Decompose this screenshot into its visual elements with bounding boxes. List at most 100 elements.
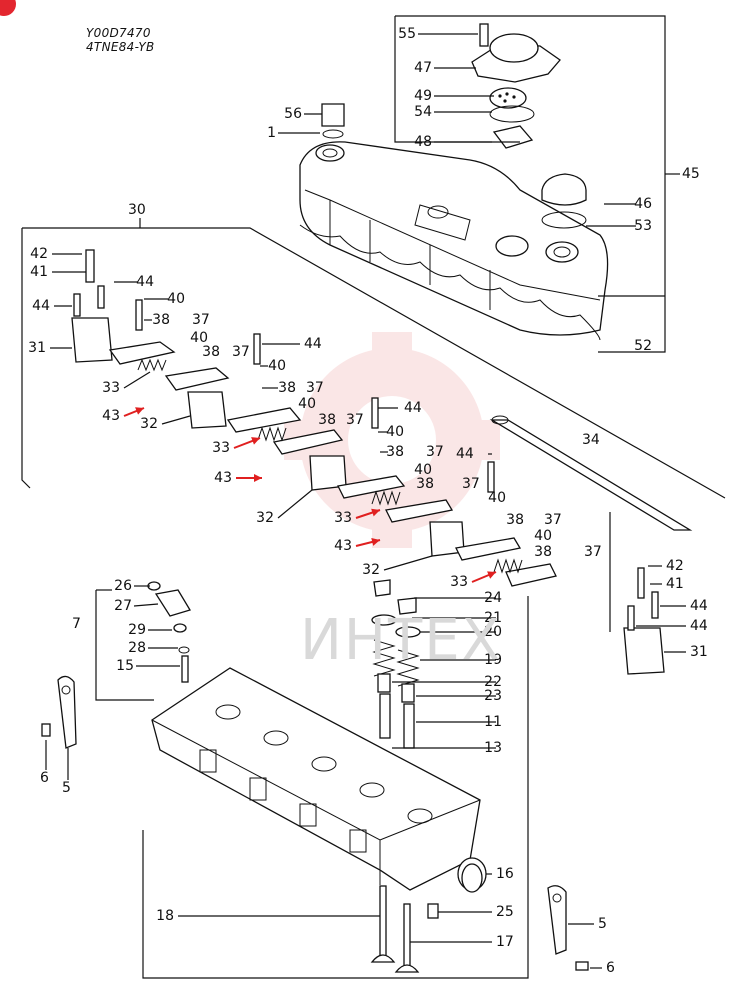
part-callout-c38c: 38 [278,380,296,396]
rocker-arm-assembly [71,249,693,675]
part-callout-c44g: 44 [690,618,708,634]
part-callout-c33a: 33 [102,380,120,396]
watermark-text: ИНТЕХ [300,608,502,673]
part-callout-c38a: 38 [152,312,170,328]
part-callout-c31a: 31 [28,340,46,356]
callout-arrowhead-c33d [487,571,496,579]
callout-arrowhead-c43b [254,474,262,482]
part-callout-c1: 1 [267,125,276,141]
part-callout-c5b: 5 [598,916,607,932]
part-callout-c38e: 38 [386,444,404,460]
part-callout-c40e: 40 [386,424,404,440]
callout-leader-c32c [383,555,433,571]
callout-leader-c27 [133,603,159,607]
part-callout-c37f: 37 [462,476,480,492]
part-callout-c40d: 40 [298,396,316,412]
part-callout-c26: 26 [114,578,132,594]
part-callout-c19: 19 [484,652,502,668]
part-callout-c47: 47 [414,60,432,76]
part-callout-c37c: 37 [306,380,324,396]
part-callout-c32c: 32 [362,562,380,578]
part-callout-c23: 23 [484,688,502,704]
part-callout-c11: 11 [484,714,502,730]
part-callout-c38f: 38 [416,476,434,492]
part-callout-c40g: 40 [488,490,506,506]
part-callout-c31b: 31 [690,644,708,660]
part-callout-c40f: 40 [414,462,432,478]
part-callout-c55: 55 [398,26,416,42]
part-callout-c20: 20 [484,624,502,640]
part-callout-c28: 28 [128,640,146,656]
part-callout-c49: 49 [414,88,432,104]
part-callout-c42a: 42 [30,246,48,262]
callout-arrowhead-c33c [371,508,380,517]
part-callout-c29: 29 [128,622,146,638]
valve-cover [299,141,609,341]
part-callout-c40b: 40 [190,330,208,346]
part-callout-c43a: 43 [102,408,120,424]
part-callout-c22: 22 [484,674,502,690]
part-callout-c33d: 33 [450,574,468,590]
part-callout-c38h: 38 [534,544,552,560]
corner-badge [0,0,16,16]
part-callout-c42b: 42 [666,558,684,574]
callout-leader-c32b [277,489,313,519]
group-lines [21,15,726,979]
part-callout-c41b: 41 [666,576,684,592]
part-callout-c6a: 6 [40,770,49,786]
valves-and-springs [370,579,483,973]
part-callout-c41a: 41 [30,264,48,280]
part-callout-c45: 45 [682,166,700,182]
lifting-hooks [41,675,589,971]
part-callout-c44e: 44 [456,446,474,462]
breather-cap [471,23,561,149]
part-callout-c43b: 43 [214,470,232,486]
part-callout-c27: 27 [114,598,132,614]
part-callout-c37e: 37 [426,444,444,460]
callout-leader-c33a [123,371,151,389]
part-callout-c44d: 44 [404,400,422,416]
part-callout-c33b: 33 [212,440,230,456]
callout-arrowhead-c33b [251,437,260,445]
part-callout-c32b: 32 [256,510,274,526]
part-callout-c40h: 40 [534,528,552,544]
part-callout-c32a: 32 [140,416,158,432]
part-callout-c56: 56 [284,106,302,122]
part-callout-c37h: 37 [584,544,602,560]
callout-arrowhead-c43a [135,407,144,415]
part-callout-c48: 48 [414,134,432,150]
part-callout-c44b: 44 [32,298,50,314]
part-callout-c37a: 37 [192,312,210,328]
part-callout-c53: 53 [634,218,652,234]
part-callout-c44c: 44 [304,336,322,352]
part-callout-c40c: 40 [268,358,286,374]
part-callout-c6b: 6 [606,960,615,976]
part-callout-c34: 34 [582,432,600,448]
part-callout-c24: 24 [484,590,502,606]
part-callout-c21: 21 [484,610,502,626]
engine-model: 4TNE84-YB [86,40,155,54]
part-callout-c37d: 37 [346,412,364,428]
part-callout-c46: 46 [634,196,652,212]
part-callout-c17: 17 [496,934,514,950]
part-callout-c37g: 37 [544,512,562,528]
oil-filler-cap [321,103,587,229]
part-callout-c40a: 40 [167,291,185,307]
part-callout-c43c: 43 [334,538,352,554]
part-callout-c37b: 37 [232,344,250,360]
part-callout-c38d: 38 [318,412,336,428]
part-callout-c5a: 5 [62,780,71,796]
part-callout-c44f: 44 [690,598,708,614]
part-callout-c38b: 38 [202,344,220,360]
callout-arrowhead-c43c [371,538,380,546]
callout-leader-c32a [161,415,191,425]
part-callout-c7: 7 [72,616,81,632]
part-callout-c33c: 33 [334,510,352,526]
part-callout-c54: 54 [414,104,432,120]
part-callout-c16: 16 [496,866,514,882]
diagram-code: Y00D7470 [86,26,151,40]
part-callout-c15: 15 [116,658,134,674]
part-callout-c38g: 38 [506,512,524,528]
part-callout-c25: 25 [496,904,514,920]
